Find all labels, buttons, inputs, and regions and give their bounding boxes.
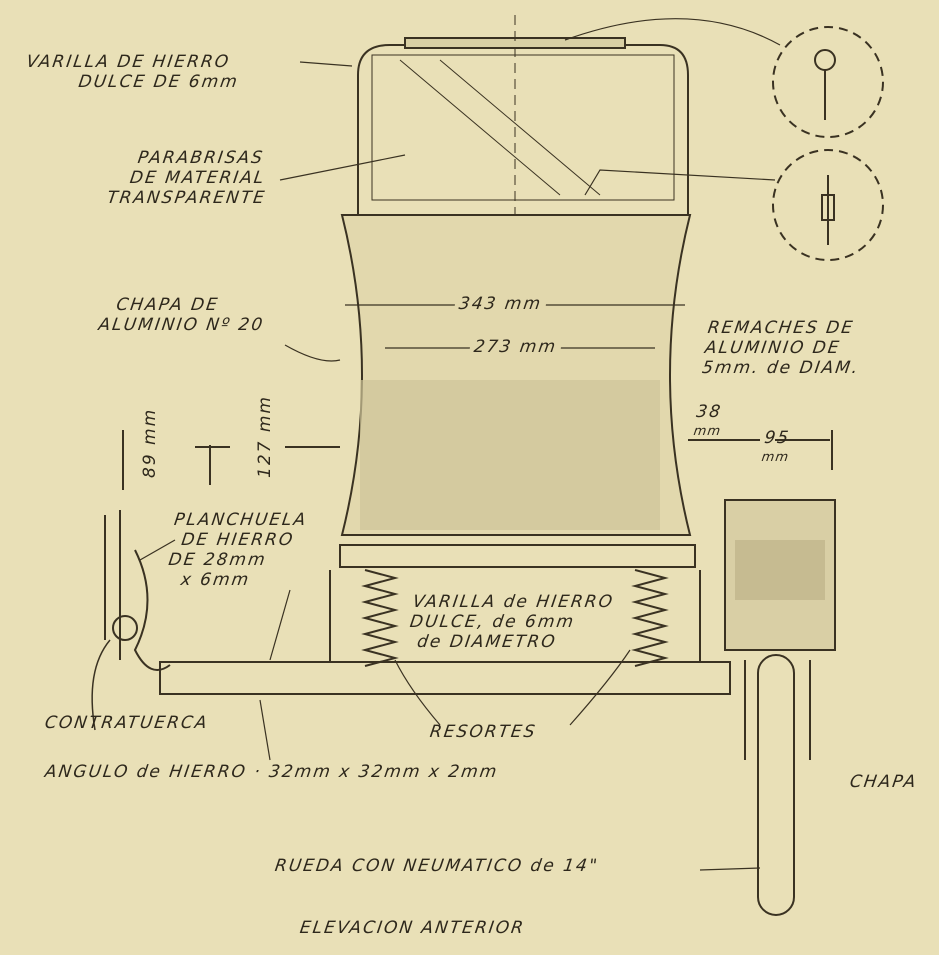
detail-circle-1 — [772, 26, 884, 138]
angle-iron — [159, 661, 731, 695]
label-resortes: RESORTES — [428, 722, 538, 742]
dim-343: 343 mm — [453, 294, 548, 314]
base-frame — [339, 544, 696, 568]
wheel — [757, 654, 795, 916]
left-bracket — [104, 510, 171, 671]
label-chapa-right: CHAPA — [848, 772, 919, 792]
detail-circle-2 — [772, 149, 884, 261]
label-contratuerca: CONTRATUERCA — [43, 713, 210, 733]
windshield-pane — [371, 54, 675, 201]
dim-127: 127 mm — [255, 395, 275, 478]
label-rueda: RUEDA CON NEUMATICO de 14" — [273, 856, 601, 876]
label-angulo: ANGULO de HIERRO · 32mm x 32mm x 2mm — [43, 762, 500, 782]
lock-nut — [112, 615, 138, 641]
dim-89: 89 mm — [140, 407, 160, 478]
dim-273: 273 mm — [468, 337, 563, 357]
left-spring — [361, 569, 399, 667]
drawing-title: ELEVACION ANTERIOR — [298, 918, 527, 938]
right-spring — [631, 569, 669, 667]
